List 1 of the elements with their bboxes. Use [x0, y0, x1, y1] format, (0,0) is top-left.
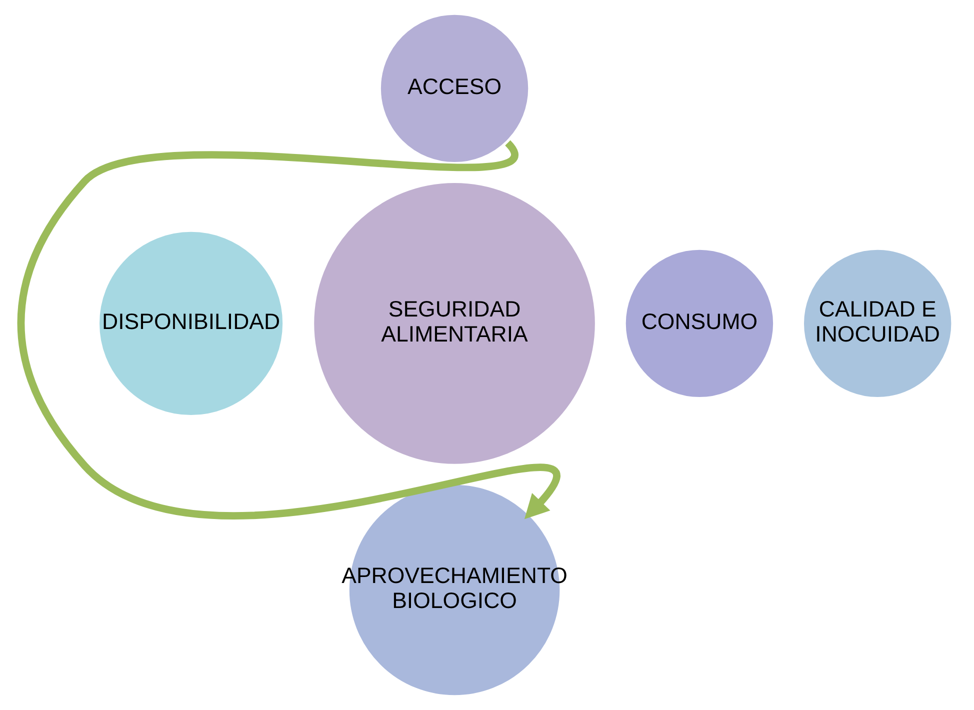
- arrow: [17, 141, 558, 520]
